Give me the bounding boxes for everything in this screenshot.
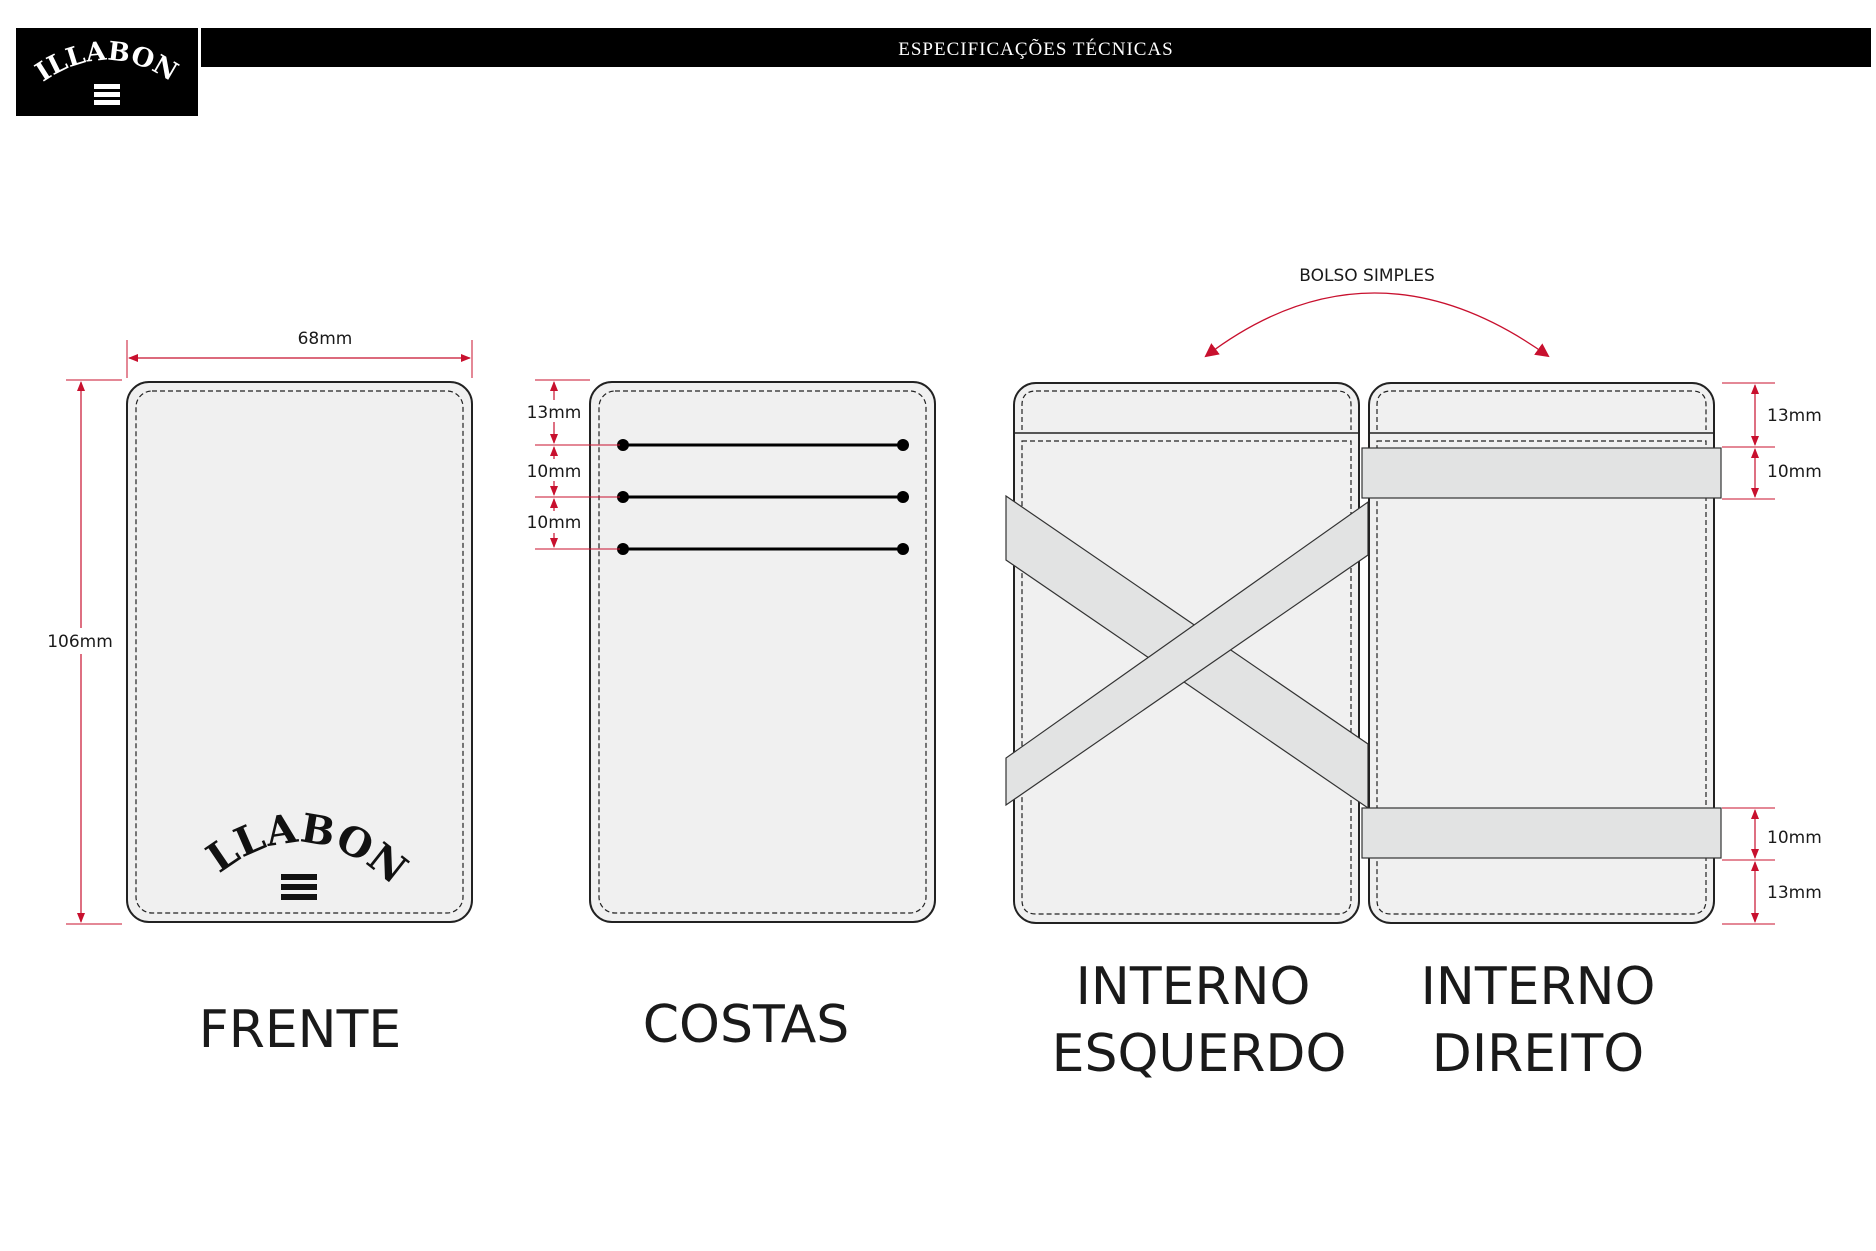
card-slot [617,543,909,555]
inner-right-view-label-2: DIREITO [1432,1024,1644,1084]
inner-left-view-label-2: ESQUERDO [1052,1024,1347,1084]
back-panel [589,381,936,923]
card-slot [617,491,909,503]
right-bottom-label: 13mm [1767,883,1822,903]
height-dimension: 106mm [44,379,122,925]
height-label: 106mm [47,632,113,652]
slot-gap-1-label: 10mm [527,462,582,482]
pocket-annotation: BOLSO SIMPLES [1204,266,1550,358]
inner-right-view-label-1: INTERNO [1421,957,1656,1017]
card-slots [617,439,909,555]
horizontal-straps [1361,447,1722,859]
width-dimension: 68mm [126,329,473,378]
right-dimensions: 13mm 10mm 10mm 13mm [1722,382,1822,925]
back-view-label: COSTAS [643,995,850,1055]
pocket-arrow [1204,292,1550,358]
page-title: ESPECIFICAÇÕES TÉCNICAS [898,39,1174,60]
pocket-label: BOLSO SIMPLES [1299,266,1435,286]
front-panel [126,381,473,923]
header-bar: ESPECIFICAÇÕES TÉCNICAS [201,28,1871,67]
slot-top-label: 13mm [527,403,582,423]
card-slot [617,439,909,451]
inner-right-panel [1368,382,1715,924]
width-label: 68mm [298,329,353,349]
inner-left-view-label-1: INTERNO [1076,957,1311,1017]
right-top-label: 13mm [1767,406,1822,426]
front-view-label: FRENTE [199,1000,401,1060]
strap-top [1361,447,1722,499]
right-band-bottom-label: 10mm [1767,828,1822,848]
slot-gap-2-label: 10mm [527,513,582,533]
strap-bottom [1361,807,1722,859]
right-band-top-label: 10mm [1767,462,1822,482]
slot-dimensions: 13mm 10mm 10mm [522,379,620,550]
